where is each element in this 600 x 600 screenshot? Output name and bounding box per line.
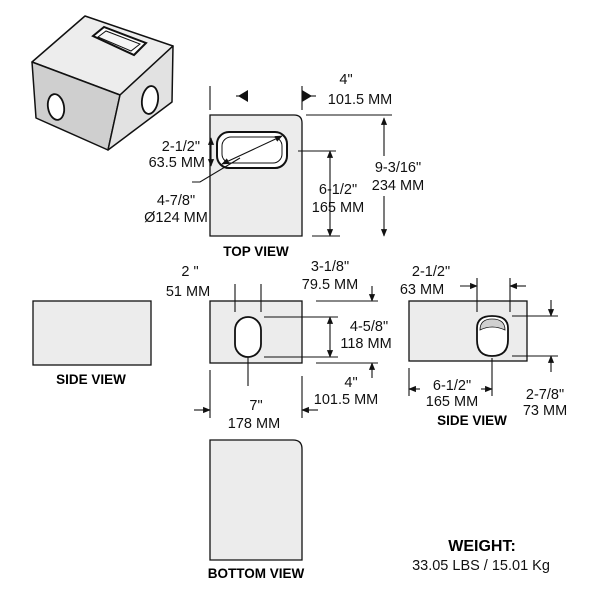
dim-front-height-mm: 101.5 MM [314, 392, 378, 408]
label-top-view: TOP VIEW [223, 244, 289, 259]
bottom-view-outline [209, 439, 303, 561]
dim-side-hole-offset-mm: 165 MM [426, 394, 478, 410]
dim-side-hole-width-in: 2-1/2" [412, 264, 450, 280]
casting-right-hole [140, 85, 160, 115]
label-bottom-view: BOTTOM VIEW [208, 566, 305, 581]
dim-front-hole-height-in: 4-5/8" [350, 319, 388, 335]
casting-left-hole [46, 93, 66, 121]
bottom-view: BOTTOM VIEW [208, 439, 305, 581]
dim-front-height-in: 4" [344, 375, 357, 391]
weight-title: WEIGHT: [448, 538, 516, 555]
dim-side-hole-height-mm: 73 MM [523, 403, 567, 419]
dim-front-hole-width-mm: 51 MM [166, 284, 210, 300]
dim-top-width-in: 4" [339, 72, 352, 88]
dim-slot-diag-mm: Ø124 MM [144, 210, 208, 226]
label-side-view-right: SIDE VIEW [437, 413, 507, 428]
label-side-view-left: SIDE VIEW [56, 372, 126, 387]
dim-side-hole-width-mm: 63 MM [400, 282, 444, 298]
dim-slot-offset-in: 6-1/2" [319, 182, 357, 198]
side-view-left: SIDE VIEW [32, 300, 152, 387]
dim-top-length-in: 9-3/16" [375, 160, 421, 176]
side-view-left-outline [32, 300, 152, 366]
top-view: 4" 101.5 MM 2-1/2" 63.5 MM 4-7/8" Ø124 M… [144, 72, 424, 259]
dim-front-hole-width-in: 2 " [181, 264, 198, 280]
side-view-right-outline [408, 300, 528, 362]
casting-top-hole-inner [97, 30, 142, 52]
casting-right-face [107, 45, 174, 151]
dim-slot-diag-in: 4-7/8" [157, 193, 195, 209]
isometric-corner-casting [31, 15, 174, 151]
dim-front-hole-height-mm: 118 MM [340, 336, 391, 352]
dim-front-width-in: 7" [249, 398, 262, 414]
dim-front-width-mm: 178 MM [228, 416, 280, 432]
side-view-right: 2-1/2" 63 MM 2-7/8" 73 MM 6-1/2" 165 MM … [400, 264, 567, 428]
side-view-right-hole-shade [479, 318, 506, 331]
dim-side-hole-height-in: 2-7/8" [526, 387, 564, 403]
dim-front-hole-top-mm: 79.5 MM [302, 277, 358, 293]
dim-slot-offset-mm: 165 MM [312, 200, 364, 216]
front-view: 2 " 51 MM 3-1/8" 79.5 MM 4-5/8" 118 MM 4… [166, 259, 392, 432]
dim-slot-height-mm: 63.5 MM [149, 155, 205, 171]
dim-front-hole-top-in: 3-1/8" [311, 259, 349, 275]
weight-block: WEIGHT: 33.05 LBS / 15.01 Kg [412, 538, 550, 574]
dim-top-width-mm: 101.5 MM [328, 92, 392, 108]
dim-top-length-mm: 234 MM [372, 178, 424, 194]
weight-value: 33.05 LBS / 15.01 Kg [412, 558, 550, 574]
dim-slot-height-in: 2-1/2" [162, 139, 200, 155]
front-view-hole [234, 316, 262, 358]
dim-side-hole-offset-in: 6-1/2" [433, 378, 471, 394]
